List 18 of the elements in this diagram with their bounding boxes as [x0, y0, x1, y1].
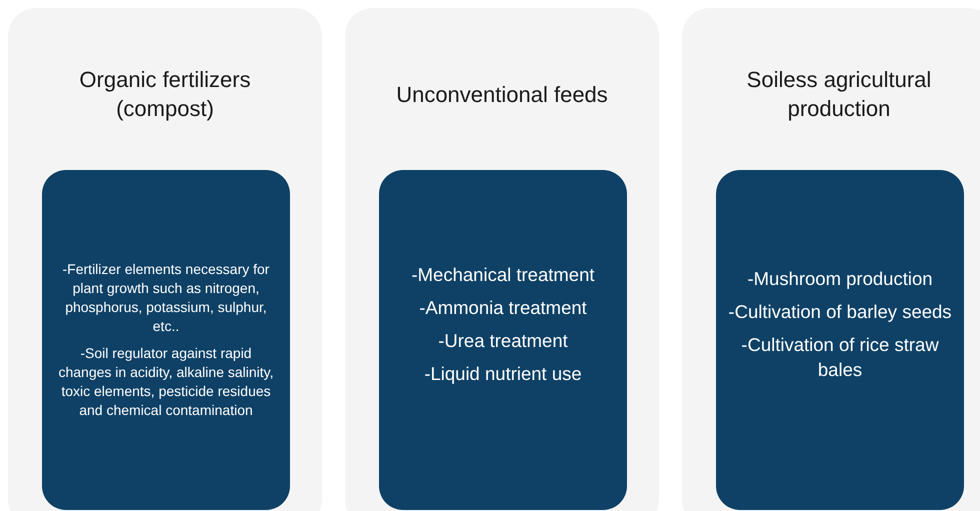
panel-heading: Organic fertilizers (compost): [78, 66, 252, 123]
panel-heading: Unconventional feeds: [396, 80, 608, 108]
list-item: -Cultivation of rice straw bales: [740, 333, 940, 382]
category-panel: [8, 8, 322, 511]
category-panel: [682, 8, 980, 511]
content-card: [379, 170, 627, 510]
content-card: [716, 170, 964, 510]
list-item: -Mushroom production: [747, 267, 933, 291]
content-card: [42, 170, 290, 510]
category-panel: [345, 8, 659, 511]
list-item: -Soil regulator against rapid changes in acidity, alkaline salinity, toxic elements, pesticide residues and chemical contamination: [57, 344, 275, 420]
list-item: -Mechanical treatment: [411, 263, 595, 287]
list-item: -Ammonia treatment: [419, 296, 587, 320]
panel-heading: Soiless agricultural production: [746, 66, 932, 123]
list-item: -Urea treatment: [438, 329, 568, 353]
list-item: -Cultivation of barley seeds: [728, 300, 952, 324]
list-item: -Liquid nutrient use: [424, 362, 582, 386]
list-item: -Fertilizer elements necessary for plant growth such as nitrogen, phosphorus, potassium, sulphur, etc..: [62, 260, 270, 336]
